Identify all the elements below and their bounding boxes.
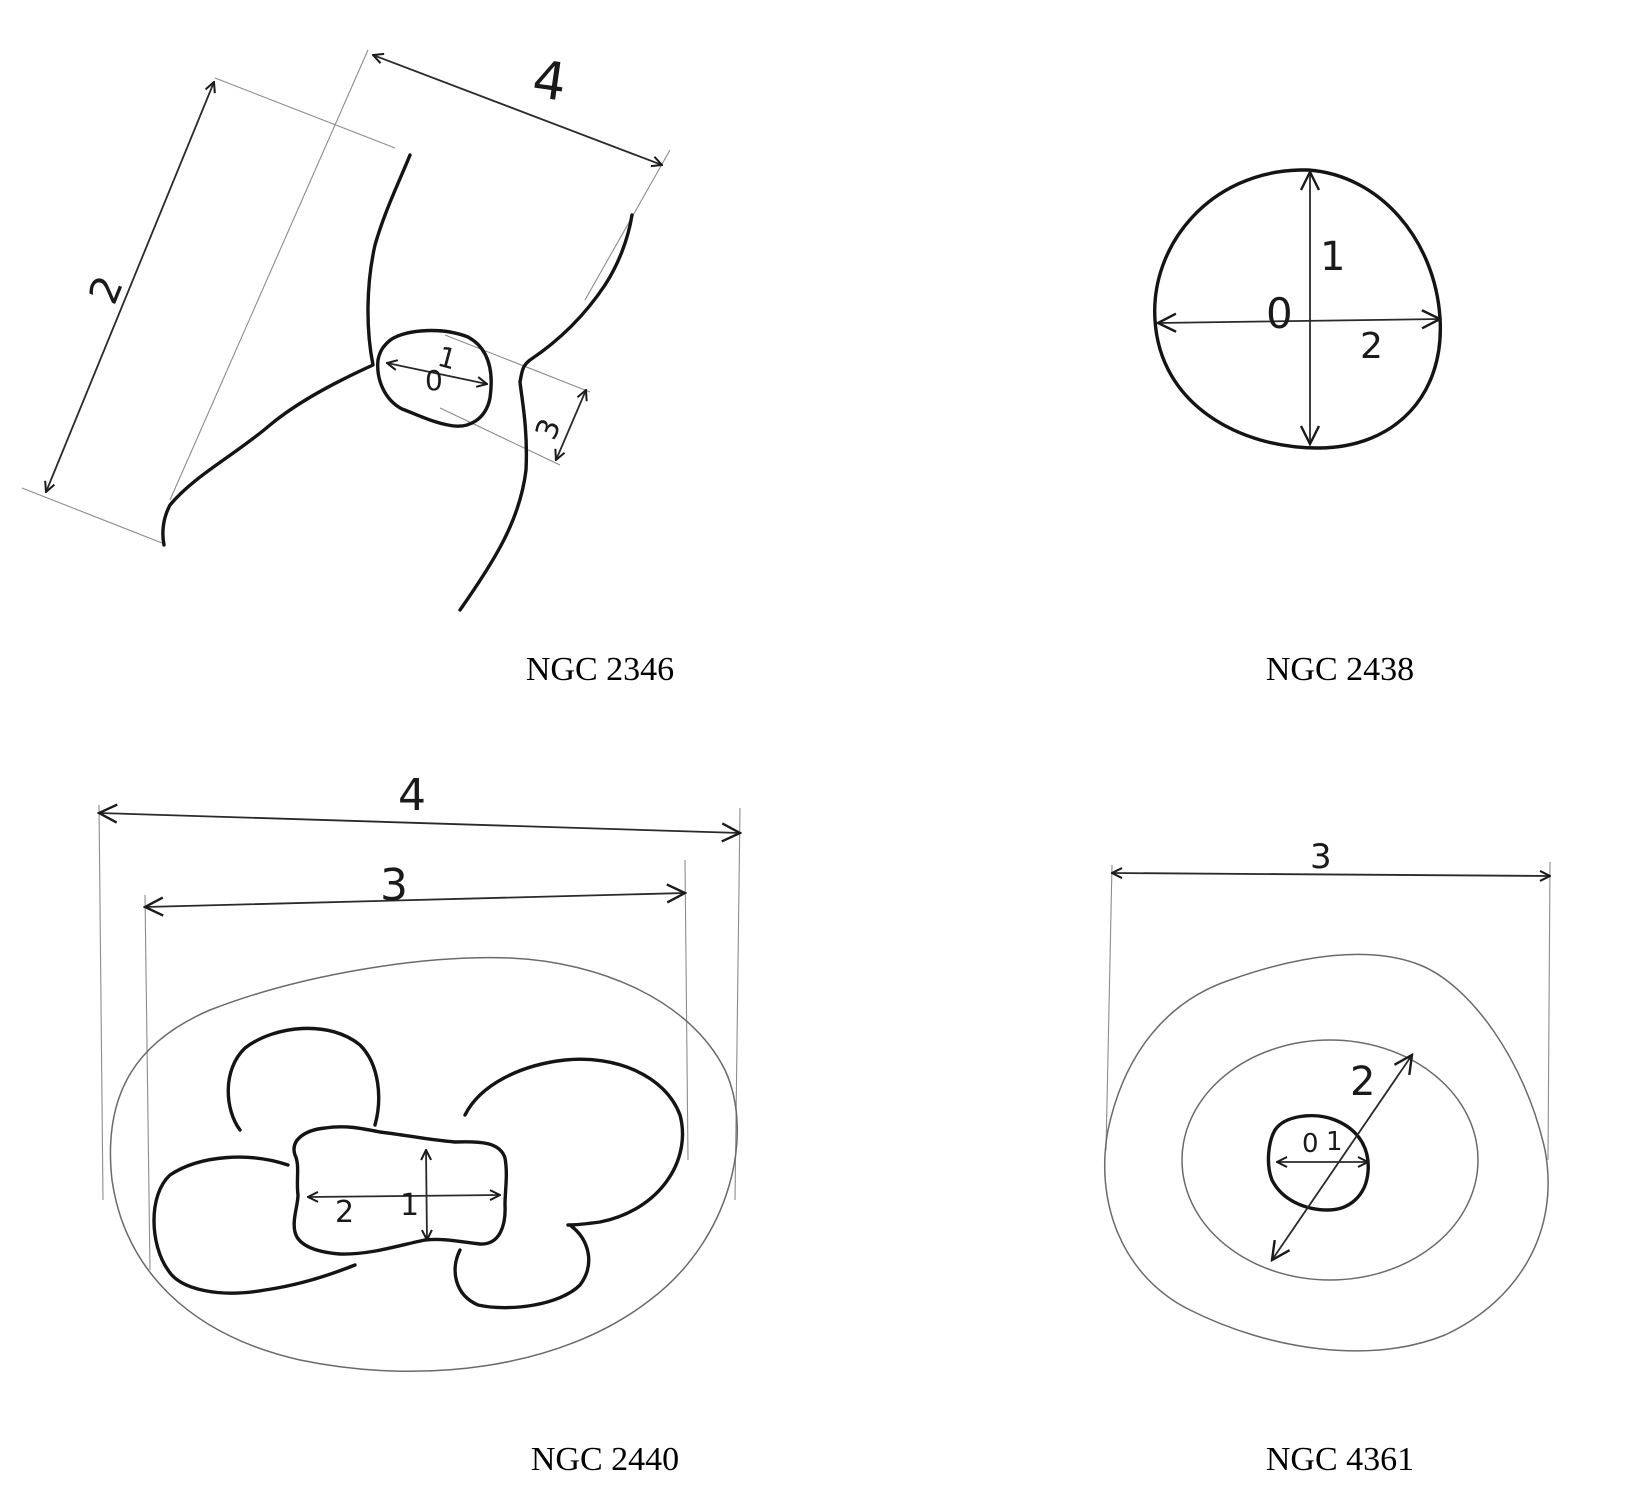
panel-ngc2438: 0 1 2 NGC 2438 [1153, 168, 1442, 688]
panel-ngc2440: 1 2 3 4 NGC 2440 [99, 770, 740, 1478]
ngc2440-halo [109, 956, 738, 1373]
dimension-3 [1112, 873, 1550, 876]
dimension-3 [145, 893, 685, 907]
ngc4361-guides [1105, 861, 1551, 1161]
ngc2346-center-label: 0 [425, 364, 443, 397]
ngc4361-label-1: 1 [1326, 1127, 1343, 1157]
ngc4361-label-2: 2 [1350, 1059, 1375, 1105]
ngc2440-label-4: 4 [398, 770, 426, 821]
ngc2346-dimensions [46, 55, 662, 492]
ngc2346-label-3: 3 [529, 414, 569, 445]
ngc2438-label-2: 2 [1360, 326, 1383, 367]
ngc2440-label-3: 3 [380, 860, 408, 911]
ngc4361-center-label: 0 [1302, 1129, 1319, 1159]
caption-ngc2346: NGC 2346 [526, 651, 674, 688]
dimension-1 [387, 363, 487, 384]
dimension-2 [46, 82, 214, 492]
ngc2346-guides [21, 49, 671, 544]
panel-ngc4361: 0 1 2 3 NGC 4361 [1103, 837, 1551, 1478]
ngc2440-guides [98, 804, 741, 1271]
ngc4361-outer-ring [1103, 953, 1549, 1352]
ngc2440-core [292, 1125, 509, 1256]
ngc2438-outline [1153, 168, 1442, 450]
caption-ngc4361: NGC 4361 [1266, 1441, 1414, 1478]
ngc2346-label-1: 1 [434, 340, 460, 376]
dimension-2 [1272, 1055, 1412, 1260]
ngc2346-label-4: 4 [529, 50, 570, 114]
dimension-1 [426, 1150, 427, 1240]
dimension-2 [1158, 319, 1440, 323]
ngc2438-label-1: 1 [1320, 234, 1345, 280]
ngc2440-label-2: 2 [335, 1195, 354, 1230]
ngc2346-label-2: 2 [81, 270, 133, 311]
dimension-2 [308, 1195, 500, 1197]
ngc4361-inner-ring [1181, 1039, 1479, 1281]
dimension-3 [556, 390, 586, 460]
dimension-4 [99, 813, 740, 833]
ngc2440-lobes [152, 1026, 685, 1310]
ngc4361-label-3: 3 [1310, 837, 1332, 877]
caption-ngc2438: NGC 2438 [1266, 651, 1414, 688]
dimension-4 [373, 55, 662, 165]
ngc2438-center-label: 0 [1266, 289, 1293, 338]
panel-ngc2346: 0 1 2 3 4 NGC 2346 [21, 49, 674, 688]
caption-ngc2440: NGC 2440 [531, 1441, 679, 1478]
ngc2346-outline [161, 153, 634, 612]
ngc2440-label-1: 1 [400, 1188, 419, 1223]
